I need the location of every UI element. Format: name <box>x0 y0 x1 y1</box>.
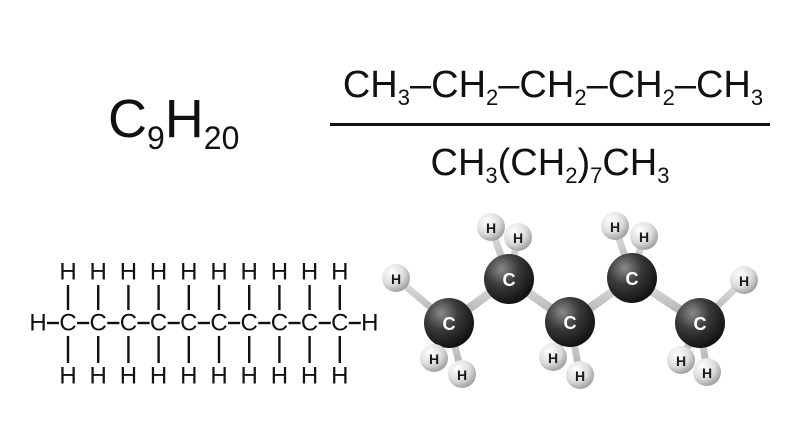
formula-group: –CH <box>586 64 663 106</box>
hydrogen-atom <box>667 346 695 374</box>
hydrogen-atom-label: H <box>391 271 401 287</box>
hydrogen-atom-label: H <box>271 363 288 390</box>
hydrogen-atom-label: H <box>150 363 167 390</box>
formula-subscript: 3 <box>485 163 498 188</box>
hydrogen-atom-label: H <box>575 368 585 384</box>
carbon-atom <box>675 298 725 348</box>
hydrogen-atom-label: H <box>150 259 167 286</box>
formula-subscript: 2 <box>662 85 675 110</box>
hydrogen-atom <box>730 266 758 294</box>
carbon-atom-label: C <box>90 310 107 337</box>
hydrogen-atom-label: H <box>548 350 558 366</box>
hydrogen-atom-label: H <box>120 363 137 390</box>
formula-group: –CH <box>410 64 487 106</box>
formula-element: H <box>164 89 204 149</box>
carbon-atom-label: C <box>180 310 197 337</box>
hydrogen-atom-label: H <box>301 259 318 286</box>
carbon-atom-label: C <box>564 313 577 333</box>
formula-group: CH <box>430 142 486 184</box>
formula-element: C <box>108 89 147 149</box>
carbon-atom-label: C <box>301 310 318 337</box>
hydrogen-atom-label: H <box>241 259 258 286</box>
fraction-divider <box>330 123 770 126</box>
carbon-atom-label: C <box>443 314 456 334</box>
formula-subscript: 9 <box>147 120 165 156</box>
carbon-atom-label: C <box>271 310 288 337</box>
hydrogen-atom <box>539 343 567 371</box>
hydrogen-atom-label: H <box>29 310 46 337</box>
hydrogen-atom-label: H <box>301 363 318 390</box>
formula-group: CH <box>342 64 398 106</box>
formula-group: ) <box>577 142 591 184</box>
formula-group: CH <box>602 142 658 184</box>
formula-subscript: 7 <box>590 163 603 188</box>
formula-subscript: 2 <box>574 85 587 110</box>
condensed-formula: CH3–CH2–CH2–CH2–CH3 <box>330 66 776 109</box>
carbon-atom <box>545 297 595 347</box>
hydrogen-atom-label: H <box>241 363 258 390</box>
hydrogen-atom-label: H <box>361 310 378 337</box>
hydrogen-atom-label: H <box>486 220 496 236</box>
hydrogen-atom-label: H <box>513 230 523 246</box>
carbon-atom <box>424 298 474 348</box>
hydrogen-atom-label: H <box>90 363 107 390</box>
hydrogen-atom-label: H <box>739 273 749 289</box>
hydrogen-atom <box>382 264 410 292</box>
hydrogen-atom-label: H <box>429 351 439 367</box>
formula-group: –CH <box>498 64 575 106</box>
carbon-atom <box>607 253 657 303</box>
hydrogen-atom-label: H <box>59 259 76 286</box>
hydrogen-atom <box>504 223 532 251</box>
hydrogen-atom-label: H <box>610 219 620 235</box>
carbon-atom-label: C <box>626 269 639 289</box>
formula-subscript: 2 <box>486 85 499 110</box>
hydrogen-atom-label: H <box>639 229 649 245</box>
hydrogen-atom <box>693 358 721 386</box>
formula-group: –CH <box>674 64 751 106</box>
carbon-atom-label: C <box>503 270 516 290</box>
hydrogen-atom-label: H <box>331 259 348 286</box>
formula-subscript: 3 <box>750 85 764 110</box>
carbon-atom-label: C <box>210 310 227 337</box>
hydrogen-atom-label: H <box>271 259 288 286</box>
hydrogen-atom <box>477 213 505 241</box>
hydrogen-atom-label: H <box>180 363 197 390</box>
hydrogen-atom <box>630 222 658 250</box>
formula-subscript: 3 <box>657 163 670 188</box>
formula-subscript: 20 <box>203 120 240 156</box>
carbon-atom <box>484 254 534 304</box>
hydrogen-atom-label: H <box>120 259 137 286</box>
hydrogen-atom-label: H <box>331 363 348 390</box>
hydrogen-atom-label: H <box>702 365 712 381</box>
carbon-atom-label: C <box>59 310 76 337</box>
hydrogen-atom-label: H <box>210 259 227 286</box>
hydrogen-atom-label: H <box>676 353 686 369</box>
formula-subscript: 3 <box>397 85 410 110</box>
carbon-atom-label: C <box>241 310 258 337</box>
carbon-atom-label: C <box>694 314 707 334</box>
molecular-formula: C9H20 <box>108 92 239 154</box>
hydrogen-atom <box>601 212 629 240</box>
formula-group: (CH <box>497 142 566 184</box>
carbon-atom-label: C <box>150 310 167 337</box>
hydrogen-atom <box>420 344 448 372</box>
hydrogen-atom-label: H <box>90 259 107 286</box>
hydrogen-atom-label: H <box>180 259 197 286</box>
hydrogen-atom-label: H <box>457 367 467 383</box>
carbon-atom-label: C <box>331 310 348 337</box>
formula-subscript: 2 <box>565 163 578 188</box>
carbon-atom-label: C <box>120 310 137 337</box>
hydrogen-atom <box>448 360 476 388</box>
hydrogen-atom-label: H <box>59 363 76 390</box>
short-formula: CH3(CH2)7CH3 <box>330 144 770 187</box>
hydrogen-atom <box>566 361 594 389</box>
hydrogen-atom-label: H <box>210 363 227 390</box>
